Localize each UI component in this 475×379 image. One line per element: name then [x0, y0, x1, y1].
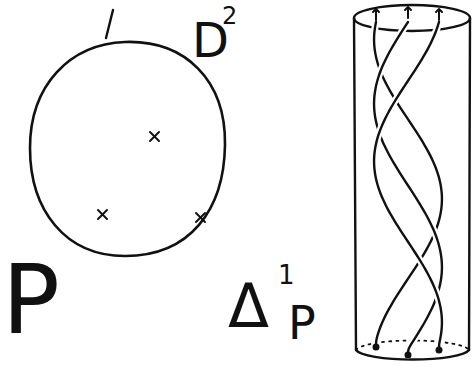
disk-outline — [30, 42, 225, 256]
puncture-marks — [98, 132, 205, 222]
braid-strands — [374, 22, 442, 355]
cylinder — [354, 5, 470, 360]
strand-ends — [373, 7, 442, 358]
leader-tick — [106, 10, 113, 38]
braid-strand — [374, 22, 442, 350]
subscript: P — [288, 300, 316, 346]
superscript: 1 — [278, 262, 295, 288]
strand-halo — [374, 22, 442, 350]
strand-halo — [374, 22, 442, 355]
map-name: Δ — [228, 276, 269, 336]
space-name: P — [2, 252, 60, 348]
superscript: 2 — [222, 4, 237, 28]
braid-strand — [374, 22, 442, 355]
